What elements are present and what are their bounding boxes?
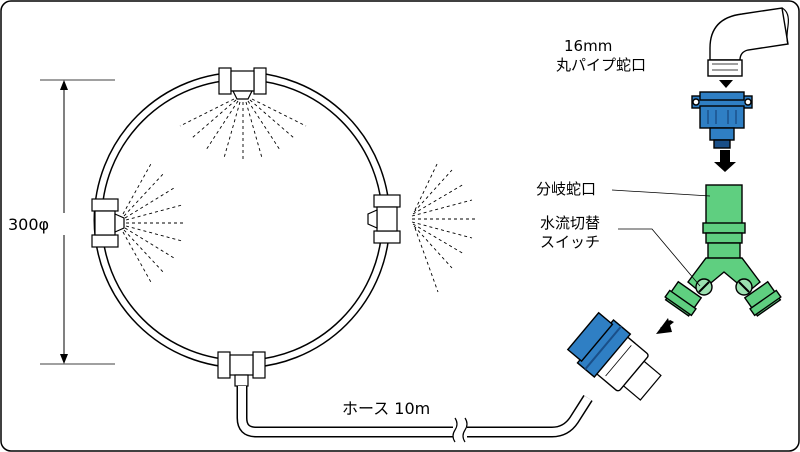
faucet-size-label: 16mm [564,37,612,55]
faucet-pipe [707,7,789,77]
hose-break-mark [452,417,468,444]
mist-spray-top [179,98,307,160]
mist-spray-right [411,161,476,293]
faucet-connector [691,91,753,149]
branch-faucet-splitter [664,184,782,317]
mist-spray-left [122,161,186,285]
top-tee-fitting [218,67,267,100]
connect-arrow-head [656,318,672,334]
hose-connector [566,311,662,401]
arrow-down-2-shaft [720,150,730,162]
hose [236,386,593,438]
branch-faucet-leader [611,189,711,197]
right-tee-fitting [367,194,401,244]
switch-label-line2: スイッチ [540,233,600,251]
diameter-label-bg [4,213,66,235]
left-tee-fitting [91,198,125,248]
faucet-type-label: 丸パイプ蛇口 [556,56,646,74]
arrow-down-1 [719,80,733,88]
switch-leader [618,228,701,287]
hose-label: ホース 10m [342,399,430,418]
bottom-tee-fitting [217,351,266,387]
diameter-label: 300φ [8,215,49,234]
branch-faucet-label: 分岐蛇口 [536,180,596,198]
switch-label-line1: 水流切替 [540,214,600,232]
arrow-down-2 [714,162,736,172]
